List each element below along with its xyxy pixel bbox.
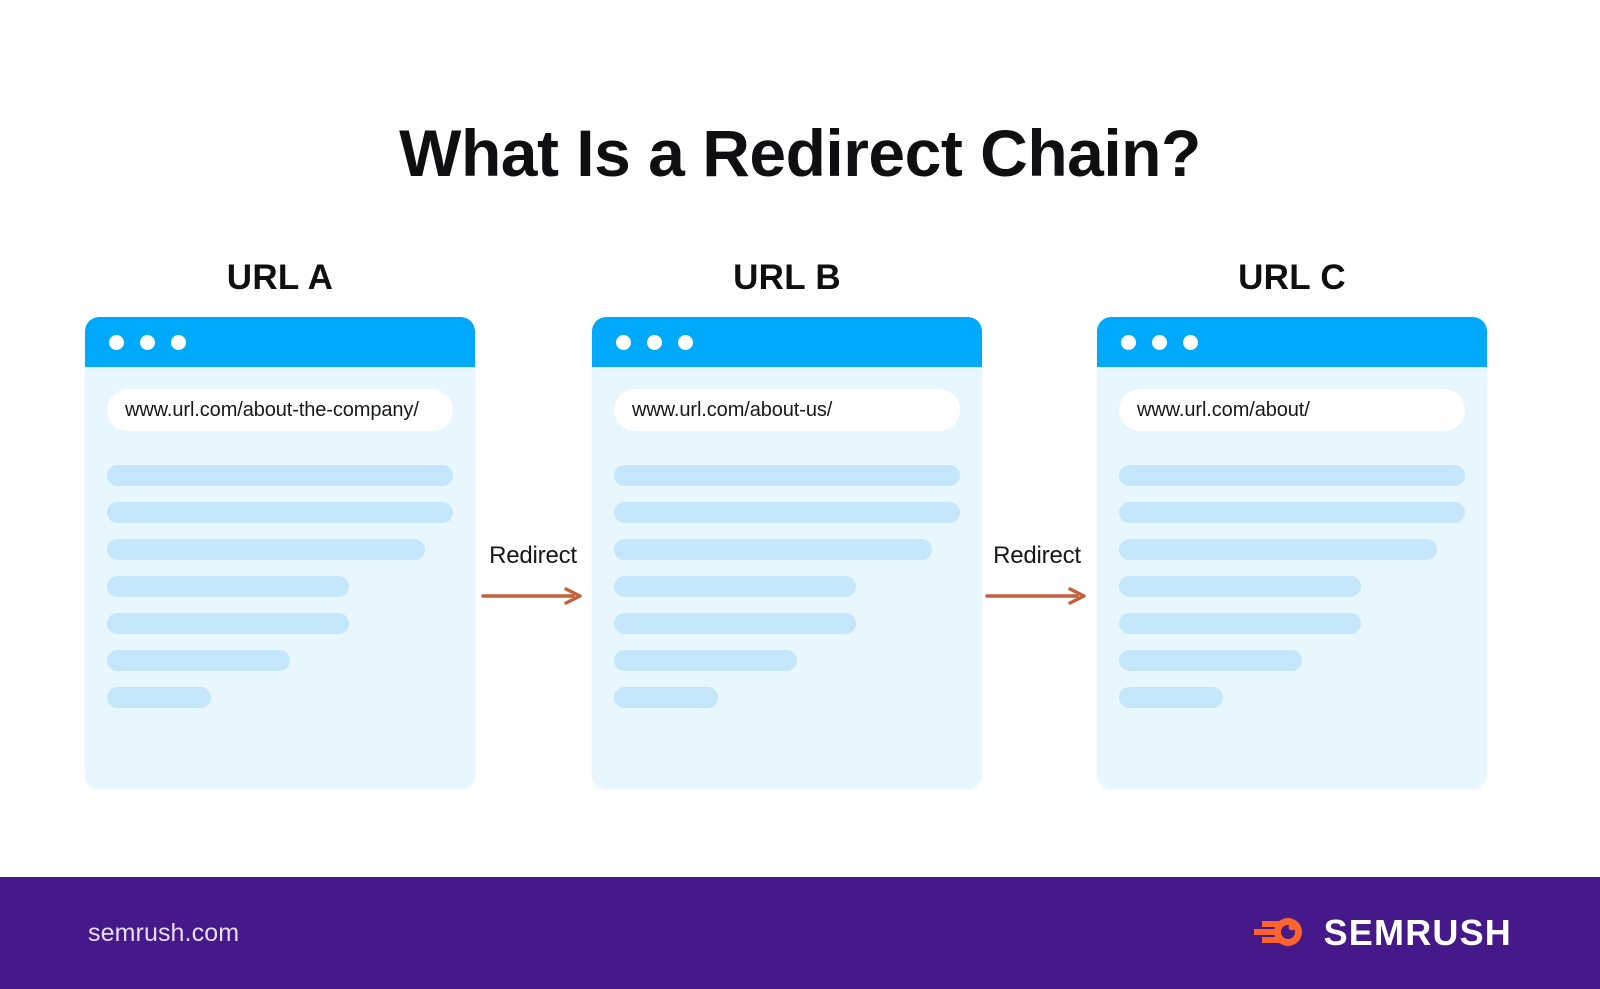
- window-dot-icon: [616, 334, 631, 350]
- redirect-chain-diagram: URL A www.url.com/about-the-company/: [0, 258, 1600, 818]
- content-placeholder-c: [1119, 465, 1465, 708]
- content-line: [614, 502, 960, 523]
- content-line: [107, 539, 426, 560]
- content-line: [614, 576, 857, 597]
- content-line: [107, 576, 350, 597]
- url-node-a-label: URL A: [226, 258, 334, 297]
- url-node-a: URL A www.url.com/about-the-company/: [85, 258, 475, 789]
- footer-domain: semrush.com: [88, 918, 240, 947]
- content-line: [614, 687, 718, 708]
- footer-bar: semrush.com SEMRUSH: [0, 877, 1600, 989]
- content-line: [1119, 502, 1465, 523]
- window-dot-icon: [1183, 334, 1198, 350]
- content-line: [107, 613, 350, 634]
- content-line: [614, 465, 960, 486]
- content-line: [107, 650, 291, 671]
- redirect-label-1: Redirect: [489, 542, 577, 569]
- window-dot-icon: [1121, 334, 1136, 350]
- redirect-label-2: Redirect: [993, 542, 1081, 569]
- content-line: [1119, 687, 1223, 708]
- url-node-b: URL B www.url.com/about-us/: [592, 258, 982, 789]
- window-dot-icon: [647, 334, 662, 350]
- window-dot-icon: [1152, 334, 1167, 350]
- arrow-right-icon: [985, 587, 1086, 605]
- redirect-connector-2: Redirect: [967, 542, 1107, 606]
- url-bar-b[interactable]: www.url.com/about-us/: [614, 389, 960, 431]
- window-dot-icon: [678, 334, 693, 350]
- content-line: [1119, 465, 1465, 486]
- content-line: [107, 687, 211, 708]
- browser-window-a: www.url.com/about-the-company/: [85, 317, 475, 789]
- browser-window-b: www.url.com/about-us/: [592, 317, 982, 789]
- url-bar-c[interactable]: www.url.com/about/: [1119, 389, 1465, 431]
- window-dot-icon: [109, 334, 124, 350]
- content-line: [614, 613, 857, 634]
- content-line: [1119, 613, 1362, 634]
- content-line: [614, 650, 798, 671]
- browser-body-c: www.url.com/about/: [1097, 367, 1487, 789]
- content-line: [1119, 539, 1438, 560]
- content-line: [614, 539, 933, 560]
- browser-titlebar-a: [85, 317, 475, 367]
- semrush-wordmark: SEMRUSH: [1323, 912, 1512, 953]
- browser-titlebar-c: [1097, 317, 1487, 367]
- semrush-logo: SEMRUSH: [1252, 912, 1512, 954]
- redirect-connector-1: Redirect: [463, 542, 603, 606]
- browser-body-a: www.url.com/about-the-company/: [85, 367, 475, 789]
- url-node-b-label: URL B: [733, 258, 841, 297]
- content-line: [1119, 650, 1303, 671]
- content-placeholder-a: [107, 465, 453, 708]
- arrow-right-icon: [481, 587, 582, 605]
- semrush-comet-icon: [1253, 918, 1302, 946]
- content-placeholder-b: [614, 465, 960, 708]
- page-title: What Is a Redirect Chain?: [399, 116, 1201, 191]
- url-node-c-label: URL C: [1238, 258, 1346, 297]
- window-dot-icon: [140, 334, 155, 350]
- content-line: [107, 502, 453, 523]
- content-line: [1119, 576, 1362, 597]
- browser-window-c: www.url.com/about/: [1097, 317, 1487, 789]
- content-line: [107, 465, 453, 486]
- url-node-c: URL C www.url.com/about/: [1097, 258, 1487, 789]
- window-dot-icon: [171, 334, 186, 350]
- browser-body-b: www.url.com/about-us/: [592, 367, 982, 789]
- browser-titlebar-b: [592, 317, 982, 367]
- url-bar-a[interactable]: www.url.com/about-the-company/: [107, 389, 453, 431]
